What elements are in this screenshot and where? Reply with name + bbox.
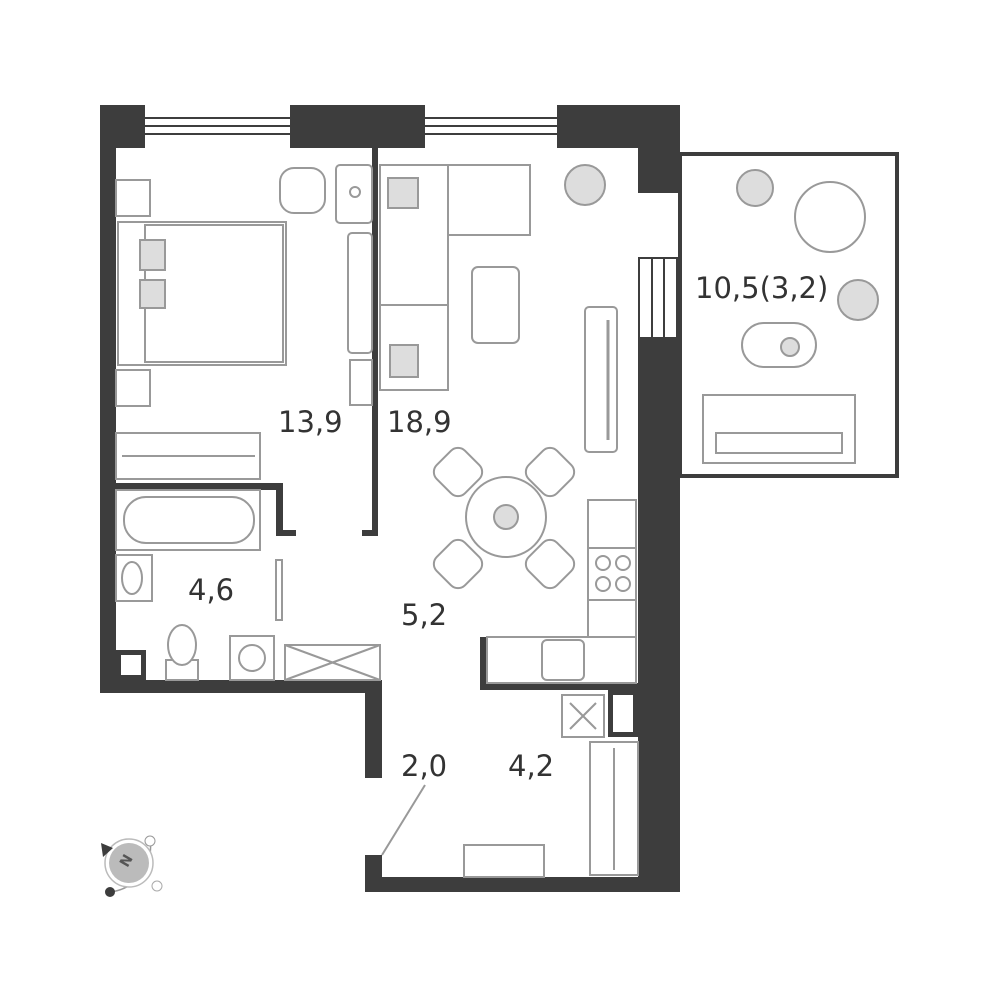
area-entrance: 2,0 [401, 749, 448, 783]
walls [100, 105, 680, 892]
coffee-table [471, 266, 520, 344]
window-bedroom [145, 117, 290, 135]
area-living: 18,9 [387, 405, 452, 439]
area-bedroom: 13,9 [278, 405, 343, 439]
closet-corridor [284, 644, 381, 681]
dining-table [432, 446, 576, 590]
armchair [279, 164, 373, 224]
kitchen [486, 499, 637, 684]
washing-machine [229, 635, 275, 681]
balcony-door [638, 257, 678, 339]
area-corridor: 5,2 [401, 598, 448, 632]
compass-icon [101, 835, 163, 897]
area-bathroom: 4,6 [188, 573, 235, 607]
sink-bath [115, 554, 153, 602]
area-balcony: 10,5(3,2) [695, 271, 829, 305]
bed [115, 179, 287, 407]
door-bath [275, 559, 283, 621]
sofa [379, 164, 531, 391]
toilet [165, 624, 199, 681]
bathtub [115, 489, 261, 551]
balcony-outline [678, 152, 899, 478]
plant-living [564, 164, 606, 206]
area-hall: 4,2 [508, 749, 555, 783]
tv-bedroom [347, 232, 373, 406]
balcony-furniture [702, 169, 879, 464]
tv-living [584, 306, 618, 453]
window-living [425, 117, 557, 135]
entrance-door [381, 784, 426, 856]
hall-furniture [463, 694, 639, 878]
wardrobe-bedroom [115, 432, 261, 480]
